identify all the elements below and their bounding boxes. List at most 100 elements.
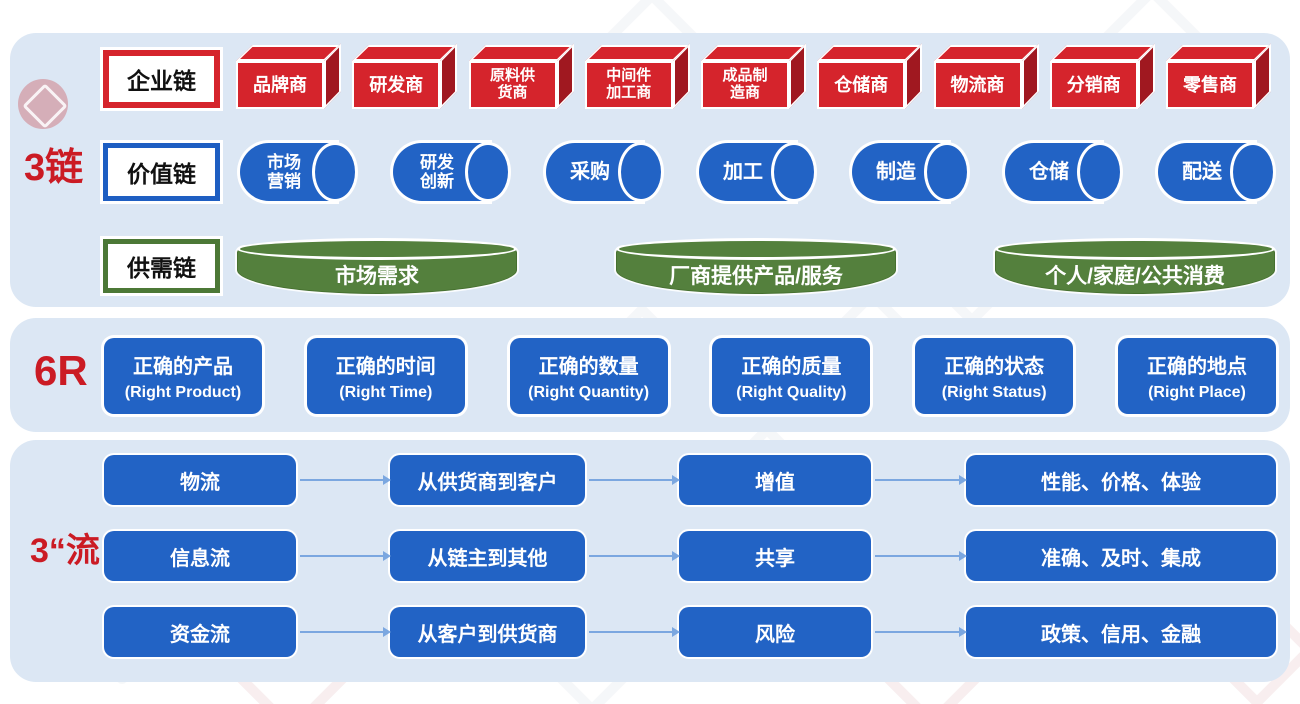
disk-top-ellipse <box>995 238 1275 260</box>
node-label-line: 研发商 <box>369 74 424 95</box>
cylinder-end-cap <box>1077 142 1123 202</box>
flow-box-label: 信息流 <box>170 547 230 570</box>
six-r-english-label: (Right Status) <box>941 384 1047 401</box>
node-label-line: 个人/家庭/公共消费 <box>1045 264 1225 288</box>
value-chain-cylinder: 加工 <box>699 142 817 202</box>
flow-row: 资金流 从客户到供货商 风险 政策、信用、金融 <box>104 607 1276 657</box>
flow-row: 信息流 从链主到其他 共享 准确、及时、集成 <box>104 531 1276 581</box>
node-label-line: 零售商 <box>1183 74 1237 95</box>
node-label-line: 营销 <box>267 172 301 191</box>
logo-watermark-icon <box>18 79 68 129</box>
six-r-chinese-label: 正确的地点 <box>1146 356 1247 378</box>
supply-demand-disk: 市场需求 <box>237 238 517 294</box>
node-label-line: 原料供 <box>489 67 535 85</box>
disk-top-ellipse <box>616 238 896 260</box>
flow-row: 物流 从供货商到客户 增值 性能、价格、体验 <box>104 455 1276 505</box>
flow-box: 从客户到供货商 <box>390 607 585 657</box>
flow-box-label: 风险 <box>755 623 795 646</box>
node-label-line: 仓储 <box>1029 160 1069 183</box>
flow-box-label: 物流 <box>180 471 220 494</box>
flow-box: 增值 <box>679 455 871 505</box>
enterprise-chain-box: 成品制造商 <box>701 43 811 110</box>
flow-box: 性能、价格、体验 <box>966 455 1276 505</box>
box-front-face: 仓储商 <box>817 61 906 109</box>
box-front-face: 物流商 <box>933 61 1022 109</box>
label-enterprise-chain: 企业链 <box>103 50 220 108</box>
node-label-line: 加工商 <box>606 84 652 101</box>
flow-box-label: 共享 <box>755 547 795 570</box>
cylinder-end-cap <box>924 142 970 202</box>
box-front-face: 成品制造商 <box>701 61 789 109</box>
six-r-box: 正确的数量 (Right Quantity) <box>509 338 668 414</box>
value-chain-row: 市场营销研发创新采购加工制造仓储配送 <box>240 142 1276 202</box>
supply-demand-chain-row: 市场需求 厂商提供产品/服务 个人/家庭/公共消费 <box>237 238 1275 294</box>
disk-top-ellipse <box>237 238 517 260</box>
enterprise-chain-box: 仓储商 <box>817 43 927 110</box>
node-label-line: 加工 <box>723 160 763 183</box>
six-r-english-label: (Right Time) <box>339 384 433 401</box>
node-label-line: 分销商 <box>1066 74 1121 95</box>
value-chain-cylinder: 市场营销 <box>240 142 358 202</box>
flow-box-label: 准确、及时、集成 <box>1041 547 1201 570</box>
section-six-r: 6R 正确的产品(Right Product)正确的时间(Right Time)… <box>10 318 1290 432</box>
section-label-3-chains: 3链 <box>24 147 84 189</box>
enterprise-chain-row: 品牌商研发商原料供货商中间件加工商成品制造商仓储商物流商分销商零售商 <box>236 43 1276 110</box>
node-label-line: 造商 <box>729 84 760 101</box>
flow-box: 信息流 <box>104 531 296 581</box>
six-r-english-label: (Right Quantity) <box>528 384 650 401</box>
box-front-face: 分销商 <box>1049 61 1138 109</box>
six-r-box: 正确的时间 (Right Time) <box>306 338 465 414</box>
box-front-face: 零售商 <box>1166 61 1254 109</box>
node-label-line: 仓储商 <box>834 74 889 95</box>
enterprise-chain-box: 原料供货商 <box>468 43 579 110</box>
flow-arrow-icon <box>300 627 391 637</box>
value-chain-cylinder: 配送 <box>1158 142 1276 202</box>
flow-box-label: 从链主到其他 <box>427 547 548 570</box>
value-chain-cylinder: 研发创新 <box>393 142 511 202</box>
supply-demand-disk: 厂商提供产品/服务 <box>616 238 896 294</box>
flow-arrow-icon <box>589 475 680 485</box>
flow-box-label: 增值 <box>755 471 795 494</box>
flow-box-label: 政策、信用、金融 <box>1041 623 1201 646</box>
flow-box-label: 从供货商到客户 <box>417 471 558 494</box>
flow-box: 共享 <box>679 531 871 581</box>
node-label-line: 成品制 <box>722 67 768 85</box>
cylinder-end-cap <box>1230 142 1276 202</box>
six-r-box: 正确的质量(Right Quality) <box>712 338 871 414</box>
six-r-chinese-label: 正确的时间 <box>335 356 436 378</box>
section-label-3-flows: 3“流” <box>30 532 117 570</box>
section-label-6r: 6R <box>34 347 88 394</box>
six-r-chinese-label: 正确的状态 <box>944 356 1045 378</box>
six-r-chinese-label: 正确的数量 <box>538 356 639 378</box>
node-label-line: 采购 <box>570 160 610 183</box>
node-label-line: 物流商 <box>950 74 1005 95</box>
six-r-chinese-label: 正确的质量 <box>741 356 842 378</box>
flow-arrow-icon <box>875 551 967 561</box>
enterprise-chain-box: 品牌商 <box>236 43 346 110</box>
six-r-english-label: (Right Product) <box>124 384 242 401</box>
flow-box: 资金流 <box>104 607 296 657</box>
flow-box: 从供货商到客户 <box>390 455 585 505</box>
node-label-line: 市场需求 <box>335 264 419 288</box>
node-label-line: 品牌商 <box>253 74 307 95</box>
flow-arrow-icon <box>875 475 967 485</box>
node-label-line: 研发 <box>420 152 454 172</box>
six-r-row: 正确的产品(Right Product)正确的时间(Right Time)正确的… <box>104 338 1276 414</box>
flow-arrow-icon <box>300 551 391 561</box>
flow-arrow-icon <box>875 627 967 637</box>
enterprise-chain-box: 研发商 <box>352 43 462 110</box>
node-label-line: 货商 <box>497 84 528 101</box>
label-value-chain: 价值链 <box>103 143 220 201</box>
flow-box: 物流 <box>104 455 296 505</box>
node-label-line: 创新 <box>420 172 454 191</box>
flow-arrow-icon <box>589 551 680 561</box>
supply-demand-disk: 个人/家庭/公共消费 <box>995 238 1275 294</box>
flow-box: 准确、及时、集成 <box>966 531 1276 581</box>
section-three-chains: 3链 企业链 价值链 供需链 品牌商研发商原料供货商中间件加工商成品制造商仓储商… <box>10 33 1290 307</box>
six-r-english-label: (Right Place) <box>1148 384 1246 401</box>
section-three-flows: 3“流” 物流 从供货商到客户 增值 性能、价格、体验信息流 从链主到其他 共享 准确、及时… <box>10 440 1290 682</box>
value-chain-cylinder: 仓储 <box>1005 142 1123 202</box>
cylinder-end-cap <box>312 142 358 202</box>
value-chain-cylinder: 采购 <box>546 142 664 202</box>
node-label-line: 制造 <box>876 160 916 183</box>
